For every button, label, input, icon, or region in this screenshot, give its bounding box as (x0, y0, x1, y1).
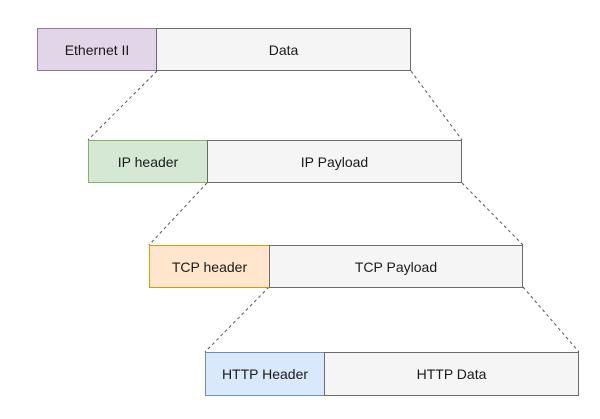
connector-tcp-to-http-left (204, 286, 270, 353)
http-data-label: HTTP Data (416, 366, 487, 382)
ip-header-box: IP header (88, 140, 208, 183)
connector-eth-to-ip-left (87, 70, 158, 141)
http-header-box: HTTP Header (205, 352, 325, 396)
connector-ip-to-tcp-left (148, 182, 208, 246)
ip-payload-label: IP Payload (300, 153, 369, 170)
ethernet-header-box: Ethernet II (37, 28, 157, 71)
tcp-payload-box: TCP Payload (269, 245, 523, 288)
http-header-label: HTTP Header (221, 366, 309, 382)
connector-eth-to-ip-right (410, 70, 463, 141)
ip-header-label: IP header (117, 153, 179, 170)
tcp-header-label: TCP header (171, 258, 248, 275)
ethernet-header-label: Ethernet II (64, 41, 130, 58)
ethernet-data-label: Data (268, 41, 299, 58)
connector-tcp-to-http-right (522, 286, 580, 353)
ethernet-data-box: Data (156, 28, 411, 71)
ip-payload-box: IP Payload (207, 140, 462, 183)
tcp-payload-label: TCP Payload (354, 258, 438, 275)
connector-ip-to-tcp-right (461, 182, 524, 246)
tcp-header-box: TCP header (149, 245, 270, 288)
http-data-box: HTTP Data (324, 352, 579, 396)
